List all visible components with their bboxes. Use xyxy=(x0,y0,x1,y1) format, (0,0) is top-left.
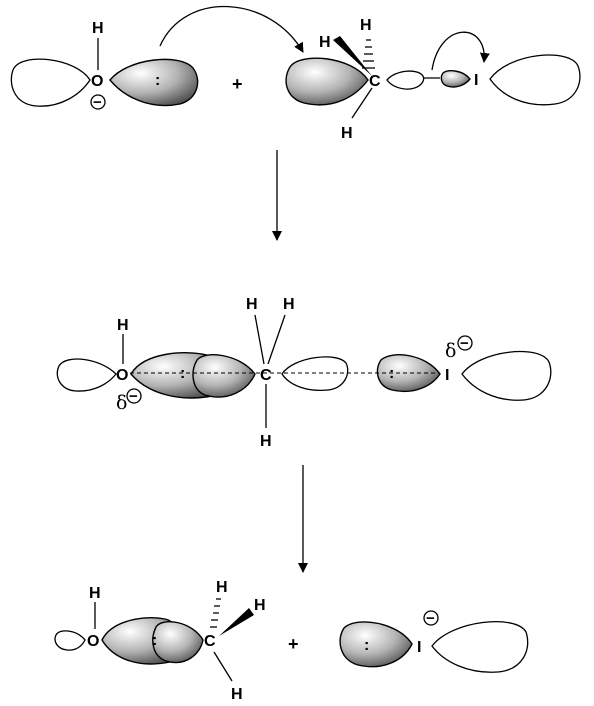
oxygen-back-lobe xyxy=(54,630,86,651)
lone-pair-dots: : xyxy=(152,632,157,649)
leaving-group-arrow xyxy=(431,31,490,71)
carbon-label: C xyxy=(369,73,381,90)
oxygen-label: O xyxy=(116,367,128,384)
c-h-bond xyxy=(351,87,373,119)
iodine-small-lobe xyxy=(440,70,471,88)
hydrogen-label: H xyxy=(260,433,272,450)
nucleophile-attack-arrow xyxy=(159,5,304,53)
plus-sign: + xyxy=(232,74,243,94)
iodine-label: I xyxy=(474,72,478,89)
hydrogen-label: H xyxy=(254,597,266,614)
iodine-back-lobe xyxy=(489,54,581,106)
iodine-label: I xyxy=(417,639,421,656)
partial-charge-sign: − xyxy=(460,335,469,352)
partial-charge-delta: δ xyxy=(116,392,127,414)
methyl-iodide-group: C H H H I xyxy=(285,17,581,142)
hydrogen-label: H xyxy=(341,125,353,142)
negative-charge-circle xyxy=(423,610,439,626)
oxygen-back-lobe xyxy=(10,58,91,107)
oxygen-label: O xyxy=(87,633,99,650)
hashed-bond xyxy=(210,598,221,628)
lone-pair-dots: : xyxy=(364,637,369,654)
negative-charge-sign: − xyxy=(93,94,102,111)
wedge-bond xyxy=(219,608,254,636)
oxygen-label: O xyxy=(91,73,103,90)
c-h-bond xyxy=(254,314,265,365)
oxygen-lone-pair-lobe xyxy=(109,58,199,107)
carbon-label: C xyxy=(260,367,272,384)
hydrogen-label: H xyxy=(360,17,372,34)
reactants-stage: H O : − + C H H H xyxy=(10,5,581,142)
partial-charge-sign: − xyxy=(129,388,138,405)
hashed-bond xyxy=(362,39,375,69)
hydrogen-label: H xyxy=(89,585,101,602)
iodine-lone-pair-lobe xyxy=(376,354,441,392)
iodine-back-lobe xyxy=(431,621,529,673)
plus-sign: + xyxy=(288,634,299,654)
hydrogen-label: H xyxy=(231,686,243,703)
partial-charge-delta: δ xyxy=(445,340,456,362)
iodide-group: : I − xyxy=(339,610,529,673)
carbon-front-lobe xyxy=(386,70,425,90)
c-h-bond xyxy=(213,651,233,682)
partial-charge-circle xyxy=(457,335,473,351)
hydroxide-group: H O : − xyxy=(10,20,199,111)
carbon-back-lobe xyxy=(285,57,369,106)
hydrogen-label: H xyxy=(92,20,104,37)
partial-charge-circle xyxy=(126,388,142,404)
hydrogen-label: H xyxy=(283,296,295,313)
iodine-label: I xyxy=(445,367,449,384)
hydrogen-label: H xyxy=(117,317,129,334)
hydrogen-label: H xyxy=(216,579,228,596)
co-bond-lobe-carbon xyxy=(152,621,204,664)
c-h-bond xyxy=(267,314,286,365)
iodine-back-lobe xyxy=(461,350,552,401)
carbon-front-lobe xyxy=(281,356,349,392)
hydrogen-label: H xyxy=(319,34,331,51)
hydrogen-label: H xyxy=(246,296,258,313)
negative-charge-sign: − xyxy=(426,610,435,627)
products-stage: H O : C H H H + : I − xyxy=(54,579,529,703)
lone-pair-dots: : xyxy=(155,72,160,89)
transition-state-stage: H O δ − : C H H H : I δ − xyxy=(56,296,552,450)
carbon-label: C xyxy=(204,633,216,650)
iodine-lone-pair-lobe xyxy=(339,621,413,668)
overlap-lobe-carbon xyxy=(192,354,256,398)
oxygen-back-lobe xyxy=(56,358,117,392)
negative-charge-circle xyxy=(90,94,106,110)
methanol-group: H O : C H H H xyxy=(54,579,266,703)
wedge-bond xyxy=(333,36,372,76)
